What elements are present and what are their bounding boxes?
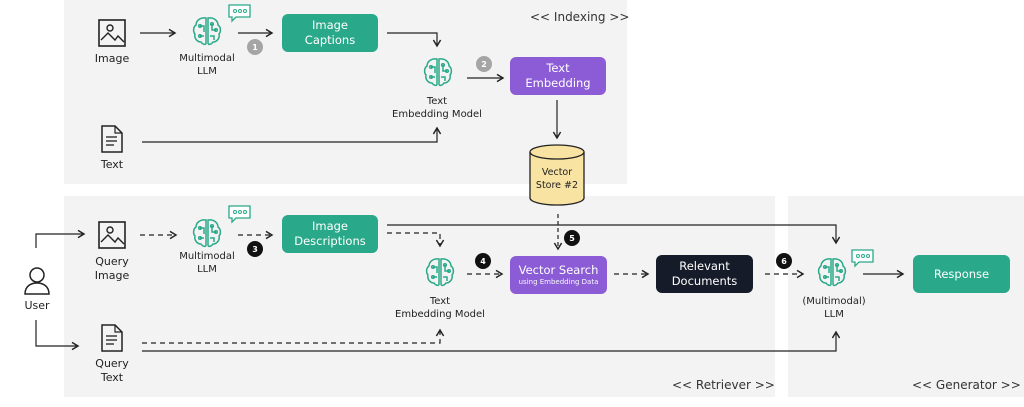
step-2-badge: 2 (476, 56, 492, 72)
arrow-user-to-queryimage (35, 229, 86, 248)
chat-bubble-icon (851, 249, 874, 268)
indexing-title: << Indexing >> (530, 10, 630, 24)
image-label: Image (94, 52, 130, 65)
step-5-badge: 5 (564, 230, 580, 246)
image-icon (98, 19, 126, 47)
arrow-querytext-to-generator-llm (142, 330, 841, 352)
multimodal-llm-label: Multimodal LLM (179, 251, 235, 275)
image-captions-box: Image Captions (282, 14, 378, 52)
step-4-badge: 4 (475, 253, 491, 269)
query-text-label: Query Text (95, 357, 129, 385)
brain-icon (192, 219, 222, 248)
brain-icon (192, 17, 222, 46)
vector-search-box: Vector Search using Embedding Data (510, 256, 607, 294)
query-document-icon (101, 324, 123, 352)
arrow-descriptions-to-embed (387, 232, 445, 248)
chat-bubble-icon (228, 205, 251, 224)
arrow-querytext-to-embed (142, 328, 445, 344)
arrow-user-to-querytext (35, 320, 80, 351)
generator-llm-label: (Multimodal) LLM (802, 296, 866, 320)
vector-store-cylinder-icon (529, 144, 585, 206)
text-label: Text (100, 158, 124, 171)
response-box: Response (913, 255, 1010, 293)
step-1-badge: 1 (247, 39, 263, 55)
brain-icon (425, 258, 455, 287)
text-embedding-box: Text Embedding (510, 57, 606, 95)
multimodal-llm-label: Multimodal LLM (179, 53, 235, 77)
brain-icon (817, 258, 847, 287)
relevant-documents-box: Relevant Documents (656, 255, 753, 293)
user-icon (24, 267, 50, 295)
retriever-title: << Retriever >> (672, 378, 775, 392)
arrow-descriptions-to-generator-llm (387, 224, 841, 245)
arrow-text-to-embed (142, 126, 442, 143)
step-3-badge: 3 (247, 241, 263, 257)
retriever-panel (64, 196, 775, 397)
vector-store-label: Vector Store #2 (535, 167, 579, 191)
document-icon (101, 125, 123, 153)
step-6-badge: 6 (776, 253, 792, 269)
query-image-label: Query Image (94, 255, 130, 283)
text-embedding-model-label: Text Embedding Model (392, 96, 482, 120)
generator-title: << Generator >> (912, 378, 1021, 392)
chat-bubble-icon (228, 4, 251, 23)
query-image-icon (98, 221, 126, 249)
arrow-captions-to-embed (387, 32, 442, 48)
brain-icon (423, 58, 453, 87)
user-label: User (24, 299, 50, 312)
text-embedding-model-label: Text Embedding Model (395, 296, 485, 320)
generator-panel (788, 196, 1024, 397)
image-descriptions-box: Image Descriptions (282, 215, 378, 253)
